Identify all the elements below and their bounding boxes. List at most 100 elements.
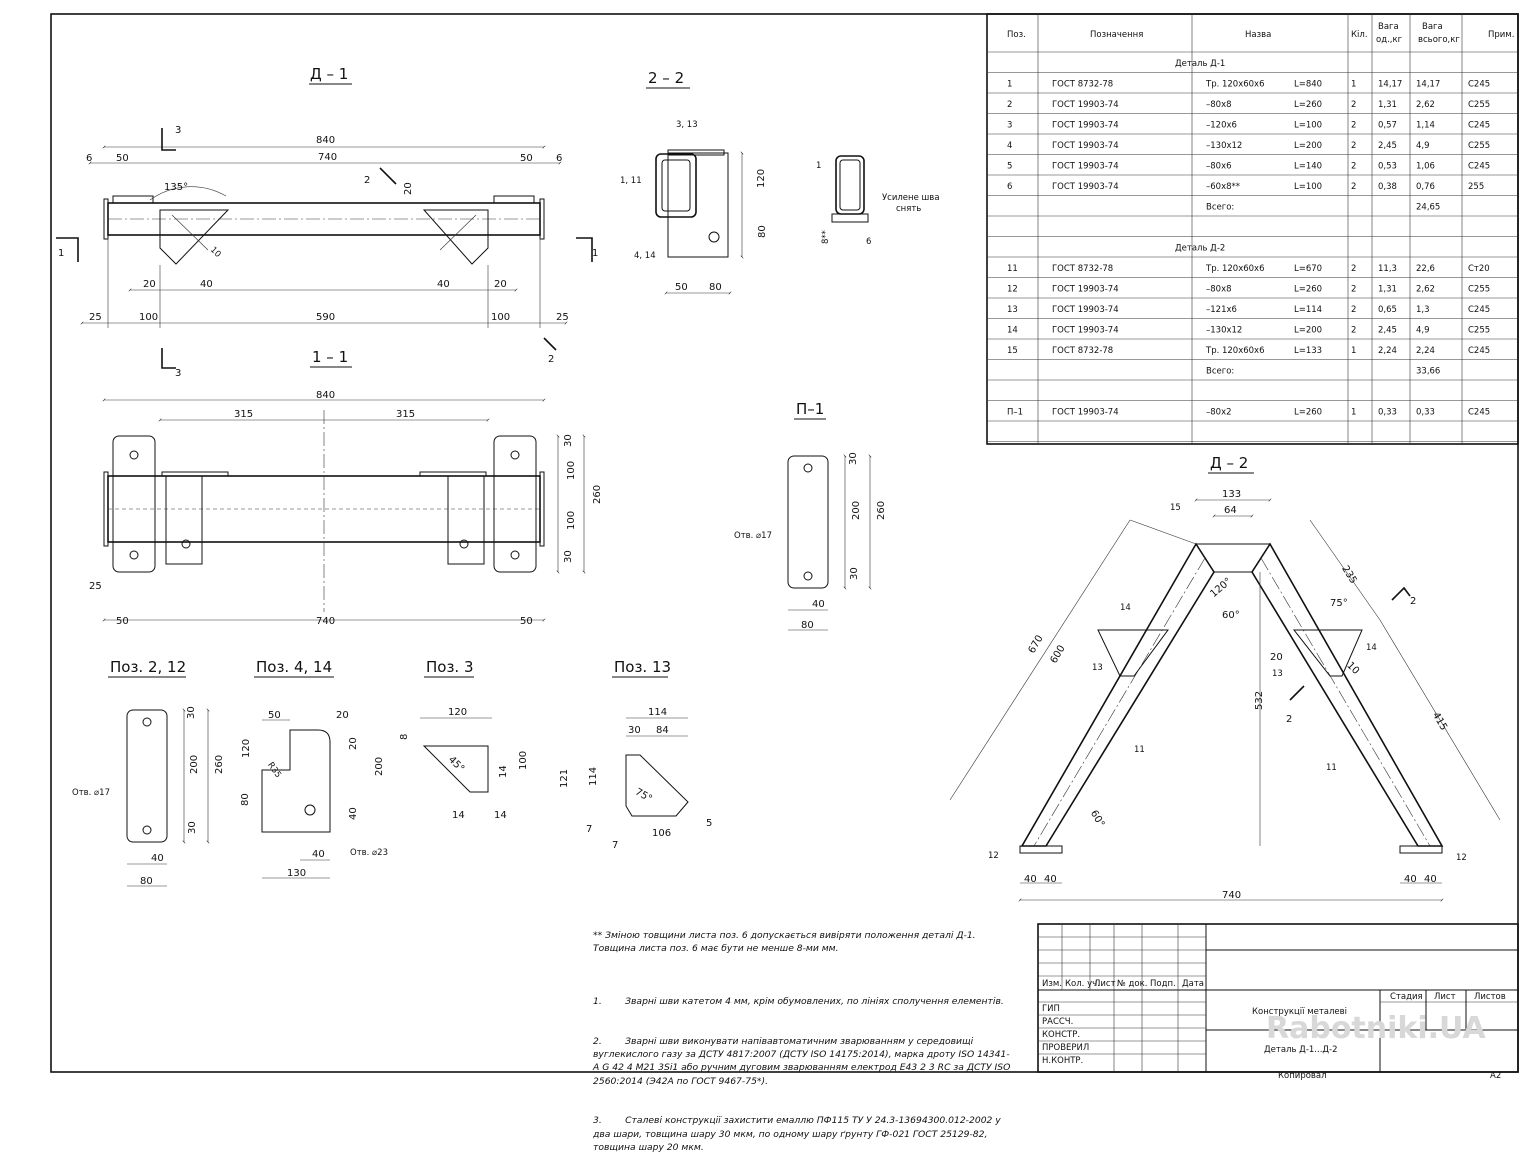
- poz414-title: Поз. 4, 14: [256, 658, 332, 676]
- spec-cell-designation: ГОСТ 19903-74: [1052, 162, 1119, 172]
- spec-cell-total-weight: 4,9: [1416, 326, 1430, 336]
- spec-cell-poz: 13: [1007, 305, 1018, 315]
- spec-cell-note: С245: [1468, 162, 1490, 172]
- stamp-col-podp: Подп.: [1150, 979, 1176, 989]
- note-star: ** Зміною товщини листа поз. 6 допускаєт…: [593, 929, 976, 954]
- spec-cell-designation: ГОСТ 19903-74: [1052, 141, 1119, 151]
- s11-dim-100b: 100: [566, 511, 577, 530]
- poz414-dim-200: 200: [374, 757, 385, 776]
- s11-dim-30a: 30: [563, 434, 574, 447]
- spec-cell-name: Тр. 120х60х6: [1205, 80, 1265, 90]
- p1-dim-260: 260: [876, 501, 887, 520]
- s22-title: 2 – 2: [648, 69, 684, 87]
- d2-cut-2a: 2: [1410, 596, 1416, 607]
- s22-dim-80w: 80: [709, 282, 722, 293]
- poz212-dim-260: 260: [214, 755, 225, 774]
- p1-dim-30b: 30: [849, 567, 860, 580]
- s22-label-3-13: 3, 13: [676, 120, 698, 130]
- spec-cell-note: С245: [1468, 80, 1490, 90]
- d1-cut-3a: 3: [175, 125, 181, 136]
- spec-cell-note: 255: [1468, 182, 1484, 192]
- d2-angle-60: 60°: [1222, 610, 1240, 621]
- d2-label-14a: 14: [1120, 603, 1131, 613]
- poz13-dim-114: 114: [648, 707, 667, 718]
- spec-cell-poz: 5: [1007, 162, 1012, 172]
- d2-dim-670: 670: [1027, 633, 1046, 655]
- spec-cell-unit-weight: 2,45: [1378, 141, 1397, 151]
- spec-cell-name: –120х6: [1206, 121, 1237, 131]
- stamp-role-gip: ГИП: [1042, 1004, 1060, 1014]
- view-p1: П–1 Отв. ⌀17 30 200 30 260 40 80: [734, 400, 887, 631]
- d2-leg-left: [1020, 542, 1215, 847]
- poz13-angle: 75°: [633, 787, 654, 805]
- d1-cut-1r: 1: [592, 248, 598, 259]
- poz13-dim-121: 121: [559, 769, 570, 788]
- view-poz-13: Поз. 13 114 30 84 121 114 75° 7 7 106 5: [559, 658, 712, 851]
- stamp-role-nkontr: Н.КОНТР.: [1042, 1056, 1083, 1066]
- spec-cell-length: L=100: [1294, 182, 1322, 192]
- s22-tube: [655, 153, 697, 218]
- spec-cell-name: Тр. 120х60х6: [1205, 346, 1265, 356]
- d1-cut-3b: 3: [175, 368, 181, 379]
- spec-cell-name: –130х12: [1206, 326, 1242, 336]
- note-1: 1. Зварні шви катетом 4 мм, крім обумовл…: [593, 995, 1004, 1007]
- spec-cell-length: L=140: [1294, 162, 1322, 172]
- spec-cell-designation: ГОСТ 19903-74: [1052, 285, 1119, 295]
- d1-dim-50l: 50: [116, 153, 129, 164]
- view-poz-2-12: Поз. 2, 12 Отв. ⌀17 30 200 30 260 40 80: [72, 658, 225, 887]
- spec-cell-note: С245: [1468, 121, 1490, 131]
- d2-dim-133: 133: [1222, 489, 1241, 500]
- d1-cut-2b: 2: [548, 354, 554, 365]
- spec-cell-qty: 2: [1351, 305, 1356, 315]
- weld-label-1: 1: [816, 161, 821, 171]
- d2-label-15: 15: [1170, 503, 1181, 513]
- poz212-title: Поз. 2, 12: [110, 658, 186, 676]
- spec-cell-unit-weight: 0,57: [1378, 121, 1397, 131]
- spec-cell-note: С255: [1468, 326, 1490, 336]
- spec-total-value: 24,65: [1416, 203, 1440, 213]
- d2-dim-40a: 40: [1024, 874, 1037, 885]
- spec-cell-name: Тр. 120х60х6: [1205, 264, 1265, 274]
- spec-section-title: Деталь Д-2: [1175, 244, 1225, 254]
- poz13-dim-7b: 7: [612, 840, 618, 851]
- s22-dim-50: 50: [675, 282, 688, 293]
- spec-cell-unit-weight: 2,24: [1378, 346, 1397, 356]
- spec-cell-note: С255: [1468, 285, 1490, 295]
- spec-cell-name: –130х12: [1206, 141, 1242, 151]
- d2-leg-right: [1251, 542, 1444, 847]
- spec-cell-qty: 2: [1351, 326, 1356, 336]
- poz212-dim-80: 80: [140, 876, 153, 887]
- p1-dim-40: 40: [812, 599, 825, 610]
- poz3-dim-14a: 14: [452, 810, 465, 821]
- stamp-drawing: Деталь Д-1...Д-2: [1264, 1045, 1338, 1055]
- d2-dim-415: 415: [1430, 711, 1449, 733]
- d1-gusset-right: [422, 209, 489, 265]
- spec-cell-designation: ГОСТ 19903-74: [1052, 182, 1119, 192]
- spec-cell-qty: 2: [1351, 285, 1356, 295]
- d2-cut-2b: 2: [1286, 714, 1292, 725]
- spec-cell-designation: ГОСТ 19903-74: [1052, 305, 1119, 315]
- spec-cell-length: L=114: [1294, 305, 1322, 315]
- spec-total-label: Всего:: [1206, 367, 1234, 377]
- view-d1-title: Д – 1: [310, 65, 348, 83]
- stamp-col-kol: Кол. уч.: [1065, 979, 1100, 989]
- d2-dim-740: 740: [1222, 890, 1241, 901]
- spec-cell-unit-weight: 0,38: [1378, 182, 1397, 192]
- stamp-role-rassch: РАССЧ.: [1042, 1017, 1073, 1027]
- poz414-hole: Отв. ⌀23: [350, 848, 388, 858]
- poz3-title: Поз. 3: [426, 658, 474, 676]
- spec-header-unit-weight: Вага: [1378, 22, 1399, 32]
- s11-dim-50r: 50: [520, 616, 533, 627]
- poz13-dim-114v: 114: [588, 767, 599, 786]
- spec-cell-note: С255: [1468, 100, 1490, 110]
- sheet-frame: [50, 13, 1519, 1073]
- s22-label-1-11: 1, 11: [620, 176, 642, 186]
- spec-cell-note: С255: [1468, 141, 1490, 151]
- d2-dim-20: 20: [1270, 652, 1283, 663]
- spec-cell-name: –80х2: [1206, 408, 1232, 418]
- poz212-dim-40: 40: [151, 853, 164, 864]
- d1-dim-20: 20: [403, 182, 414, 195]
- poz13-title: Поз. 13: [614, 658, 671, 676]
- spec-cell-designation: ГОСТ 19903-74: [1052, 408, 1119, 418]
